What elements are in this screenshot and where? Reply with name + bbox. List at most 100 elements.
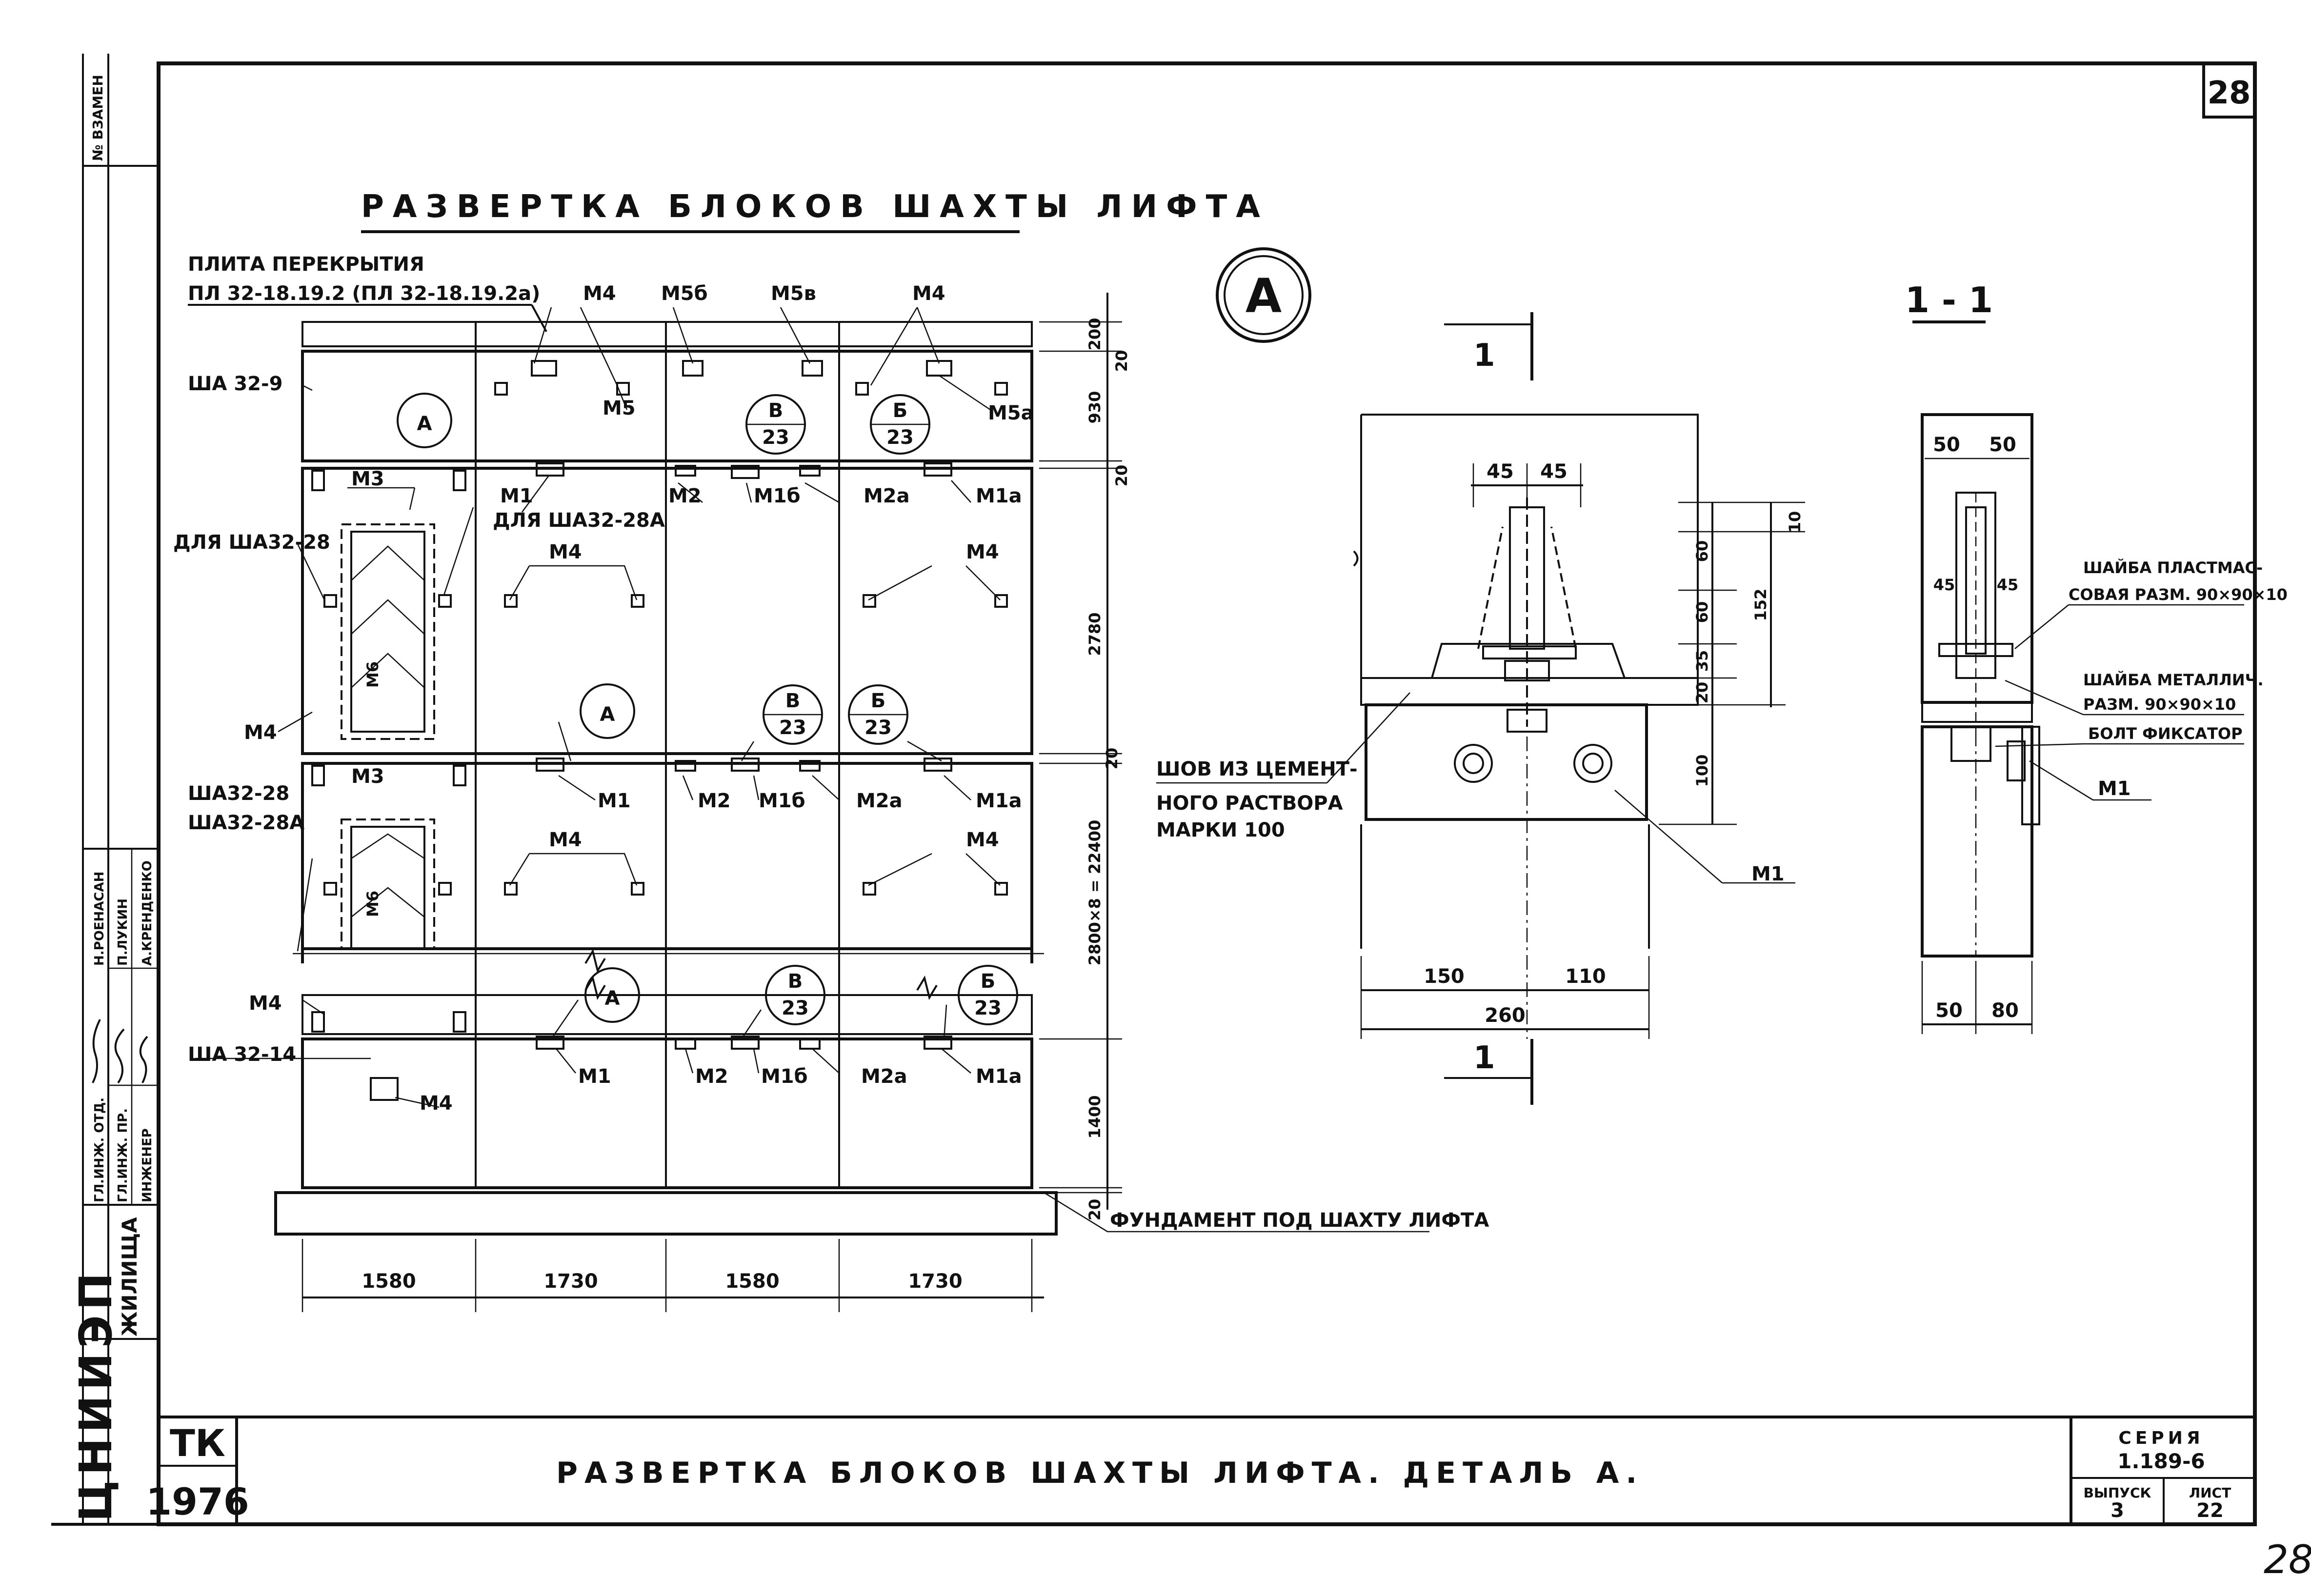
svg-text:М5: М5 <box>603 397 636 419</box>
svg-text:50: 50 <box>1989 434 2016 456</box>
seam-note-line-1: ШОВ ИЗ ЦЕМЕНТ- <box>1156 758 1358 780</box>
svg-text:М1а: М1а <box>976 1065 1022 1088</box>
svg-text:45: 45 <box>1487 460 1514 483</box>
svg-text:В: В <box>788 970 803 993</box>
svg-text:20: 20 <box>1693 682 1711 704</box>
door-opening-lower: М6 <box>341 818 435 950</box>
detail-A-title: А <box>1246 269 1282 323</box>
detail-A-title-circle <box>1216 247 1311 343</box>
svg-text:2780: 2780 <box>1085 612 1104 656</box>
svg-text:60: 60 <box>1693 601 1711 623</box>
svg-text:1730: 1730 <box>543 1270 598 1293</box>
svg-text:М1а: М1а <box>976 790 1022 812</box>
callout-A-mid: А <box>580 683 635 739</box>
shaft-elevation: ПЛИТА ПЕРЕКРЫТИЯ ПЛ 32-18.19.2 (ПЛ 32-18… <box>173 253 1489 1312</box>
svg-text:1: 1 <box>1473 338 1495 374</box>
svg-text:1580: 1580 <box>725 1270 779 1293</box>
signature-1 <box>92 1019 101 1083</box>
section-1-1: 1 - 1 50 50 45 45 50 80 <box>1905 279 2288 1034</box>
series-value: 1.189-6 <box>2117 1449 2205 1473</box>
callout-B-low: В 23 <box>765 965 825 1025</box>
org-logo: ЦНИИЭП <box>70 1268 122 1522</box>
svg-text:2800×8 = 22400: 2800×8 = 22400 <box>1085 820 1104 966</box>
svg-text:ДЛЯ ША32-28А: ДЛЯ ША32-28А <box>493 509 665 532</box>
block-label-sha-32-9: ША 32-9 <box>188 373 282 395</box>
section-top-dims: 50 50 45 45 <box>1925 434 2030 594</box>
svg-text:10: 10 <box>1786 511 1804 533</box>
svg-text:М4: М4 <box>549 829 582 851</box>
sheet-value: 22 <box>2196 1499 2224 1522</box>
detail-top-dims: 45 45 <box>1471 460 1583 507</box>
year-label: 1976 <box>146 1480 249 1523</box>
foundation-label: ФУНДАМЕНТ ПОД ШАХТУ ЛИФТА <box>1110 1209 1489 1232</box>
svg-text:М5б: М5б <box>661 282 708 305</box>
callout-B-mid: В 23 <box>763 684 823 745</box>
svg-text:М2а: М2а <box>856 790 903 812</box>
svg-text:М2: М2 <box>698 790 731 812</box>
washer-plastic-2: СОВАЯ РАЗМ. 90×90×10 <box>2069 585 2288 604</box>
svg-text:М2а: М2а <box>864 485 910 507</box>
svg-text:110: 110 <box>1565 965 1606 988</box>
callout-A-top: А <box>397 393 452 448</box>
block-label-sha-32-14: ША 32-14 <box>188 1043 296 1066</box>
svg-text:45: 45 <box>1933 576 1955 594</box>
drawing-title: РАЗВЕРТКА БЛОКОВ ШАХТЫ ЛИФТА <box>361 189 1269 225</box>
sheet-frame <box>51 61 2257 1526</box>
svg-text:А: А <box>417 413 432 435</box>
svg-text:260: 260 <box>1485 1004 1526 1027</box>
svg-text:23: 23 <box>864 717 892 739</box>
svg-text:1730: 1730 <box>908 1270 962 1293</box>
block-label-sha-32-28a: ША32-28А <box>188 812 304 834</box>
svg-text:45: 45 <box>1997 576 2019 594</box>
svg-text:150: 150 <box>1424 965 1465 988</box>
detail-bottom-dims: 150 110 260 <box>1360 956 1650 1039</box>
plate-mark: ПЛ 32-18.19.2 (ПЛ 32-18.19.2а) <box>188 282 540 305</box>
svg-text:М1: М1 <box>598 790 631 812</box>
svg-text:М4: М4 <box>583 282 616 305</box>
svg-text:М4: М4 <box>912 282 945 305</box>
page-number-box: 28 <box>2202 62 2256 119</box>
svg-text:80: 80 <box>1991 999 2019 1022</box>
replace-label: № ВЗАМЕН <box>90 75 106 161</box>
svg-text:1: 1 <box>1473 1040 1495 1076</box>
callout-B-top: В 23 <box>745 394 806 455</box>
svg-text:930: 930 <box>1085 391 1104 424</box>
svg-text:20: 20 <box>1085 1199 1104 1221</box>
name-2: П.ЛУКИН <box>116 898 130 966</box>
page-number: 28 <box>2207 75 2251 111</box>
role-2: ГЛ.ИНЖ. ПР. <box>116 1108 130 1202</box>
svg-text:В: В <box>785 690 801 712</box>
org-vertical: ЖИЛИЩА <box>118 1217 141 1337</box>
plate-label: ПЛИТА ПЕРЕКРЫТИЯ <box>188 253 424 276</box>
sheet-label: ЛИСТ <box>2189 1485 2231 1501</box>
seam-note-line-3: МАРКИ 100 <box>1156 819 1285 841</box>
svg-text:20: 20 <box>1103 748 1121 770</box>
section-mark-top: 1 <box>1444 312 1533 380</box>
side-strip: № ВЗАМЕН ЖИЛИЩА ЦНИИЭП ГЛ.ИНЖ. ОТД. ГЛ.И… <box>70 54 159 1524</box>
svg-text:М1б: М1б <box>754 485 801 507</box>
svg-text:М1: М1 <box>500 485 533 507</box>
section-m1-label: М1 <box>2098 778 2131 800</box>
svg-text:М1б: М1б <box>761 1065 808 1088</box>
svg-text:А: А <box>605 987 620 1010</box>
detail-m1-label: М1 <box>1751 863 1785 885</box>
section-mark-bottom: 1 <box>1444 1039 1533 1105</box>
series-label: СЕРИЯ <box>2118 1428 2204 1448</box>
svg-text:М1а: М1а <box>976 485 1022 507</box>
svg-text:1580: 1580 <box>362 1270 416 1293</box>
svg-text:Б: Б <box>893 399 908 422</box>
svg-text:М4: М4 <box>549 541 582 563</box>
svg-text:М2: М2 <box>695 1065 728 1088</box>
svg-text:М4: М4 <box>420 1092 453 1115</box>
svg-text:20: 20 <box>1112 350 1131 372</box>
title-block: ТК 1976 РАЗВЕРТКА БЛОКОВ ШАХТЫ ЛИФТА. ДЕ… <box>146 1417 2255 1524</box>
mark-labels: М4 М5б М5в М4 М5 М5а М3 М1 ДЛЯ ША32-28А … <box>244 282 1034 1115</box>
issue-value: 3 <box>2110 1499 2124 1522</box>
role-3: ИНЖЕНЕР <box>140 1128 155 1202</box>
bolt-label: БОЛТ ФИКСАТОР <box>2088 724 2243 743</box>
svg-text:23: 23 <box>762 426 789 449</box>
svg-text:М1: М1 <box>578 1065 611 1088</box>
callout-V-mid: Б 23 <box>848 684 908 745</box>
svg-text:60: 60 <box>1693 540 1711 562</box>
svg-text:200: 200 <box>1085 318 1104 351</box>
